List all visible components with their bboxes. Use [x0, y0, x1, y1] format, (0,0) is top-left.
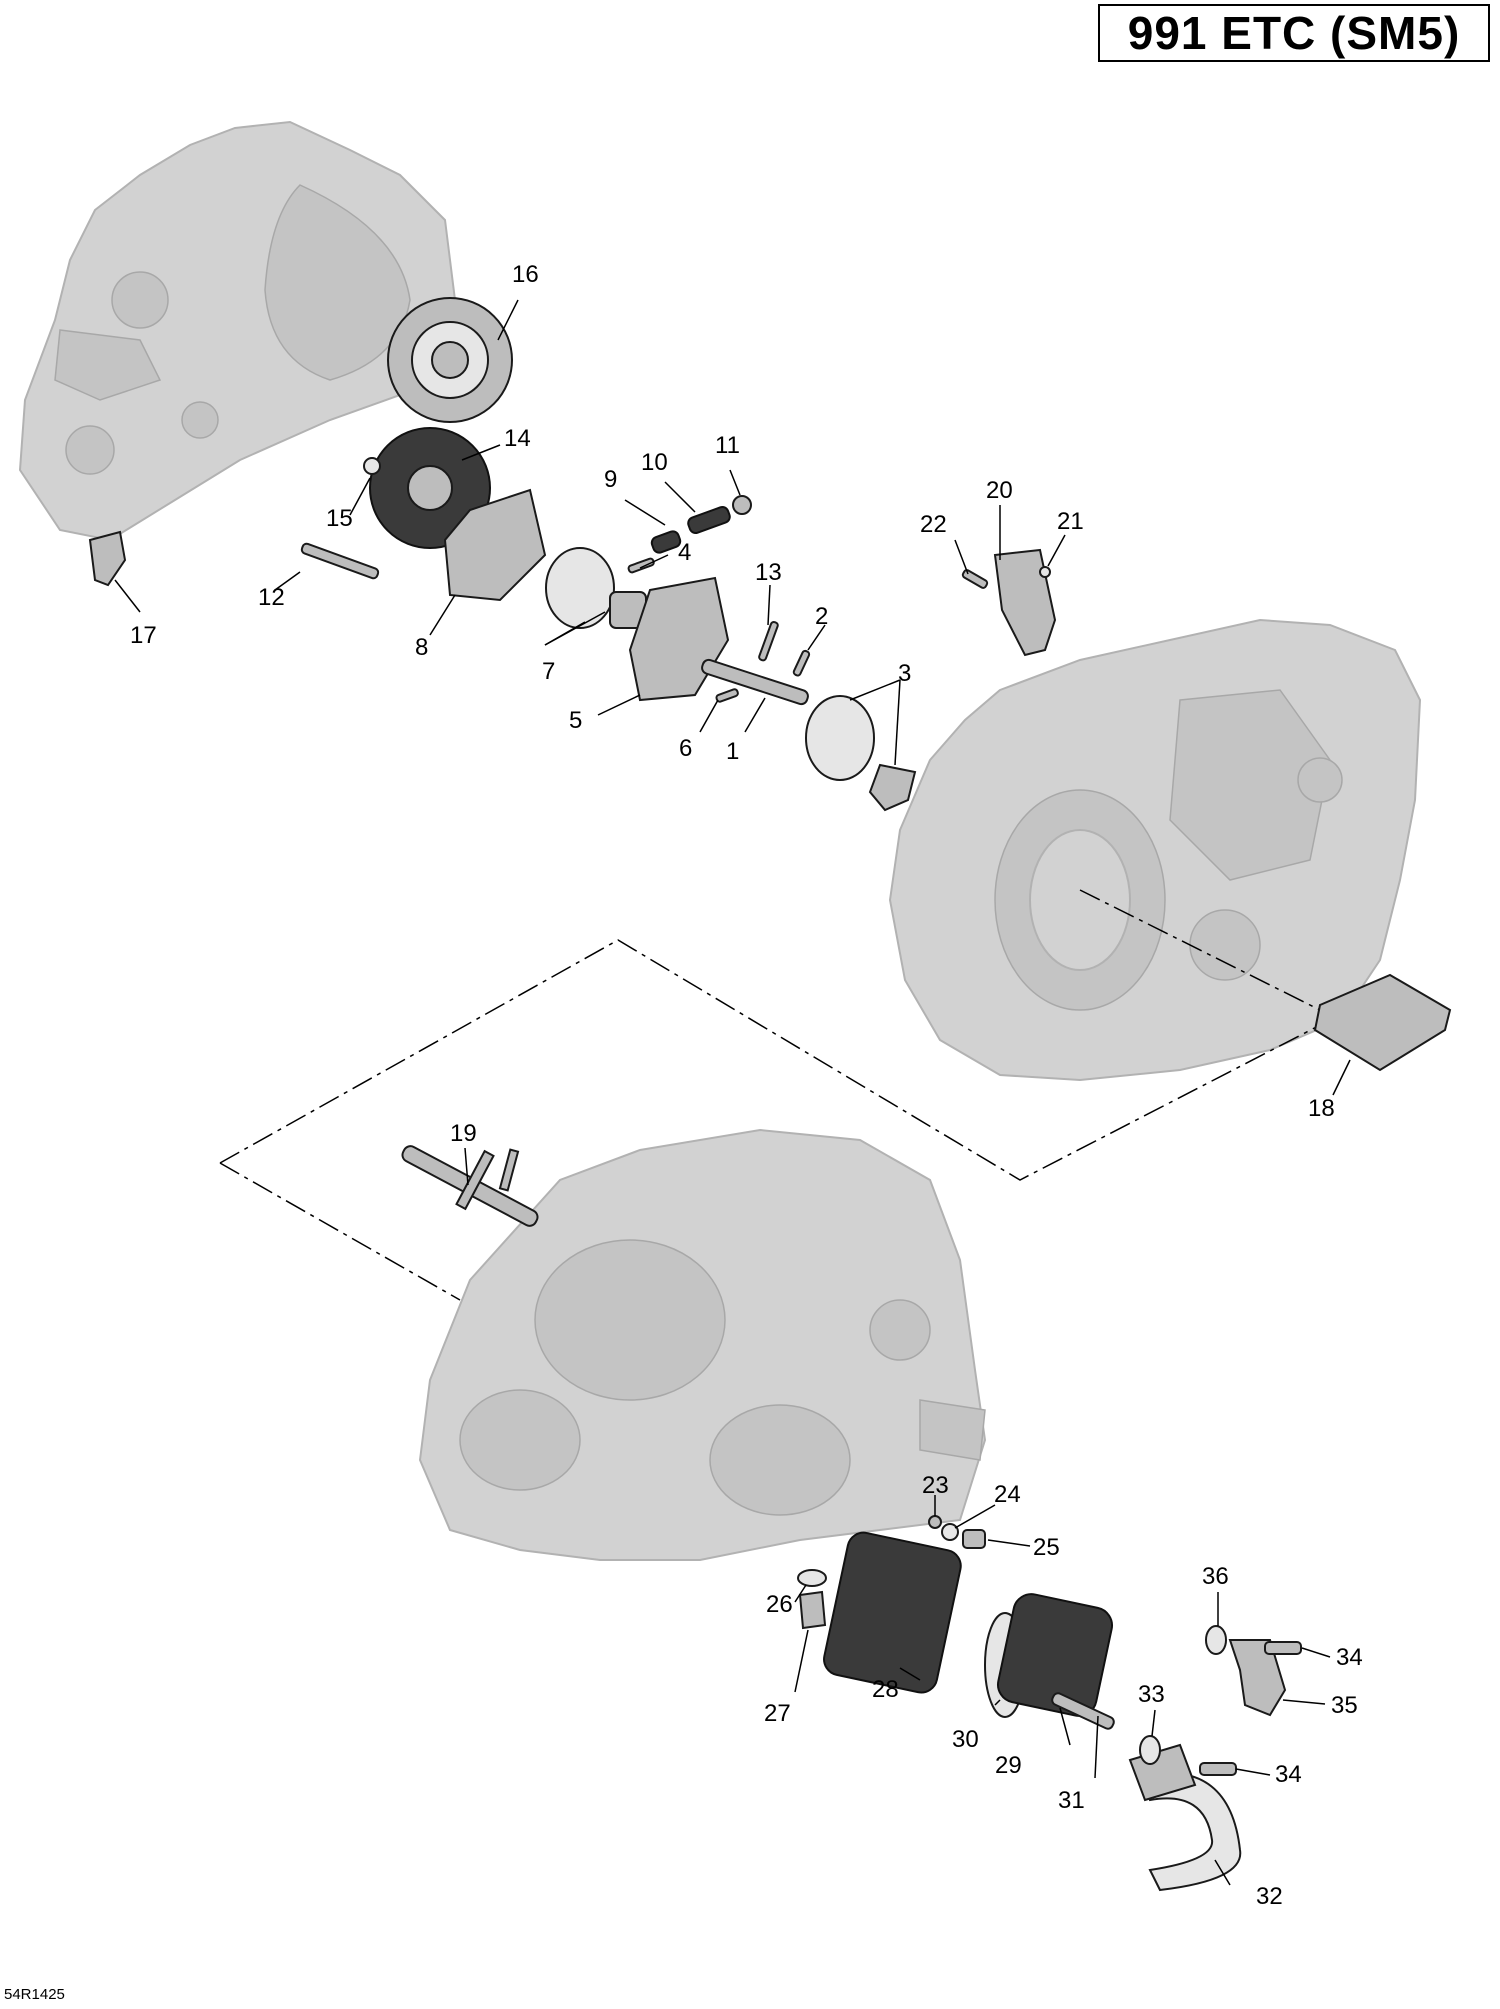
- callout-32: 32: [1256, 1883, 1283, 1910]
- callout-22: 22: [920, 511, 947, 538]
- callout-1: 1: [726, 738, 739, 765]
- callout-17: 17: [130, 622, 157, 649]
- callout-10: 10: [641, 449, 668, 476]
- magneto-housing: [18, 120, 457, 542]
- callout-36: 36: [1202, 1563, 1229, 1590]
- callout-2: 2: [815, 603, 828, 630]
- callout-20: 20: [986, 477, 1013, 504]
- screw-34-lower: [1199, 1762, 1237, 1776]
- callout-11: 11: [715, 432, 740, 459]
- screw-22: [961, 569, 989, 589]
- callout-8: 8: [415, 634, 428, 661]
- elbow-35: [1228, 1639, 1287, 1717]
- diagram-title: 991 ETC (SM5): [1098, 4, 1490, 62]
- callout-28: 28: [872, 1676, 899, 1703]
- rotor-7-outer: [545, 547, 615, 629]
- callout-30: 30: [952, 1726, 979, 1753]
- callout-24: 24: [994, 1481, 1021, 1508]
- callout-33: 33: [1138, 1681, 1165, 1708]
- bracket-20: [993, 548, 1057, 657]
- callout-34-upper: 34: [1336, 1644, 1363, 1671]
- callout-25: 25: [1033, 1534, 1060, 1561]
- oring-36: [1205, 1625, 1227, 1655]
- bolt-25: [962, 1529, 986, 1549]
- filter-cover-29: [997, 1593, 1113, 1717]
- pin-6: [715, 688, 739, 703]
- drain-plug-27: [798, 1590, 827, 1630]
- callout-6: 6: [679, 735, 692, 762]
- document-code: 54R1425: [4, 1986, 65, 2003]
- callout-31: 31: [1058, 1787, 1085, 1814]
- callout-labels: 1 2 3 4 5 6 7 8 9 10 11 12 13 14 15 16 1…: [130, 261, 1363, 1910]
- callout-12: 12: [258, 584, 285, 611]
- clip-15: [363, 457, 381, 475]
- shaft-1: [701, 658, 809, 706]
- gear-16: [387, 297, 513, 423]
- callout-35: 35: [1331, 1692, 1358, 1719]
- callout-7: 7: [542, 658, 555, 685]
- pin-2: [792, 649, 811, 677]
- callout-27: 27: [764, 1700, 791, 1727]
- callout-14: 14: [504, 425, 531, 452]
- oring-21: [1039, 566, 1051, 578]
- rotor-3-outer: [805, 695, 875, 781]
- spring-10: [687, 505, 731, 535]
- pipe-32: [1143, 1771, 1242, 1892]
- pump-cover-8: [443, 488, 547, 602]
- oring-33: [1139, 1735, 1161, 1765]
- gasket-26: [797, 1569, 827, 1587]
- callout-29: 29: [995, 1752, 1022, 1779]
- callout-34-lower: 34: [1275, 1761, 1302, 1788]
- rotor-3-inner: [868, 763, 917, 812]
- callout-16: 16: [512, 261, 539, 288]
- callout-5: 5: [569, 707, 582, 734]
- filter-28: [823, 1531, 962, 1694]
- pin-13: [758, 621, 779, 662]
- callout-23: 23: [922, 1472, 949, 1499]
- callout-26: 26: [766, 1591, 793, 1618]
- callout-3: 3: [898, 660, 911, 687]
- callout-4: 4: [678, 539, 691, 566]
- gasket-24: [941, 1523, 959, 1541]
- callout-15: 15: [326, 505, 353, 532]
- callout-9: 9: [604, 466, 617, 493]
- callout-19: 19: [450, 1120, 477, 1147]
- strainer-18: [1313, 973, 1452, 1072]
- callout-18: 18: [1308, 1095, 1335, 1122]
- assembly-dashed-line: [219, 889, 1331, 1301]
- callout-21: 21: [1057, 508, 1084, 535]
- leader-lines: [114, 299, 1351, 1886]
- screw-34-upper: [1264, 1641, 1302, 1655]
- sensor-17: [88, 530, 127, 587]
- callout-13: 13: [755, 559, 782, 586]
- ball-11: [732, 495, 752, 515]
- screw-12: [300, 542, 380, 580]
- pin-4: [627, 557, 655, 574]
- gear-14: [369, 427, 491, 549]
- shaft-19: [401, 1145, 539, 1227]
- crankcase-left: [418, 1128, 987, 1561]
- crankcase-right: [888, 618, 1422, 1082]
- plug-9: [650, 530, 682, 554]
- plug-23: [928, 1515, 942, 1529]
